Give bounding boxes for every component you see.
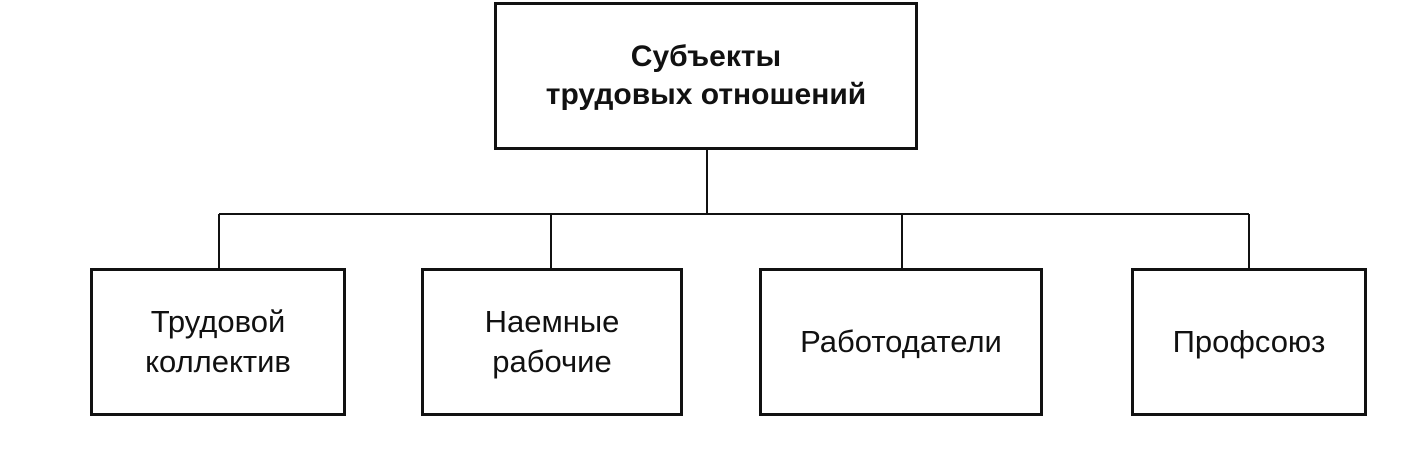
child-node-label: Профсоюз: [1172, 324, 1326, 360]
root-node: Субъекты трудовых отношений: [494, 2, 918, 150]
child-node-label: Работодатели: [800, 324, 1002, 360]
child-node-trade-union: Профсоюз: [1131, 268, 1367, 416]
child-node-label: Наемные рабочие: [484, 304, 620, 379]
child-node-labor-collective: Трудовой коллектив: [90, 268, 346, 416]
child-node-label: Трудовой коллектив: [145, 304, 291, 379]
child-node-hired-workers: Наемные рабочие: [421, 268, 683, 416]
root-node-label: Субъекты трудовых отношений: [545, 39, 867, 111]
child-node-employers: Работодатели: [759, 268, 1043, 416]
